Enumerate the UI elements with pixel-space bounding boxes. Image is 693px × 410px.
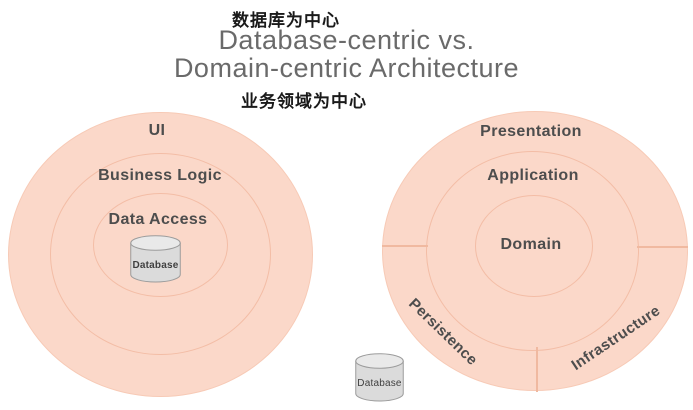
right-inner-ring-domain xyxy=(475,195,593,297)
right-middle-ring-application xyxy=(426,151,639,351)
database-cylinder-icon xyxy=(355,353,404,402)
label-ui: UI xyxy=(148,122,166,139)
segment-divider-right xyxy=(637,246,688,248)
title-line-1: Database-centric vs. xyxy=(218,25,475,55)
caption-domain-centric: 业务领域为中心 xyxy=(241,92,367,111)
label-application: Application xyxy=(487,167,579,184)
label-domain: Domain xyxy=(500,236,562,253)
label-business-logic: Business Logic xyxy=(98,167,222,184)
database-cylinder-icon xyxy=(130,235,181,283)
segment-divider-left xyxy=(382,245,428,247)
left-middle-ring-business-logic xyxy=(50,153,271,355)
label-data-access: Data Access xyxy=(108,211,208,228)
segment-divider-bottom xyxy=(536,347,538,392)
left-inner-ring-data-access xyxy=(93,193,228,297)
page-title: Database-centric vs. Domain-centric Arch… xyxy=(0,26,693,82)
database-cylinder-label: Database xyxy=(357,378,402,390)
database-cylinder-external: Database xyxy=(355,353,404,402)
caption-database-centric: 数据库为中心 xyxy=(232,11,340,30)
database-cylinder-center: Database xyxy=(130,235,181,283)
label-presentation: Presentation xyxy=(480,123,582,140)
title-line-2: Domain-centric Architecture xyxy=(173,53,520,83)
database-cylinder-label: Database xyxy=(132,259,179,271)
